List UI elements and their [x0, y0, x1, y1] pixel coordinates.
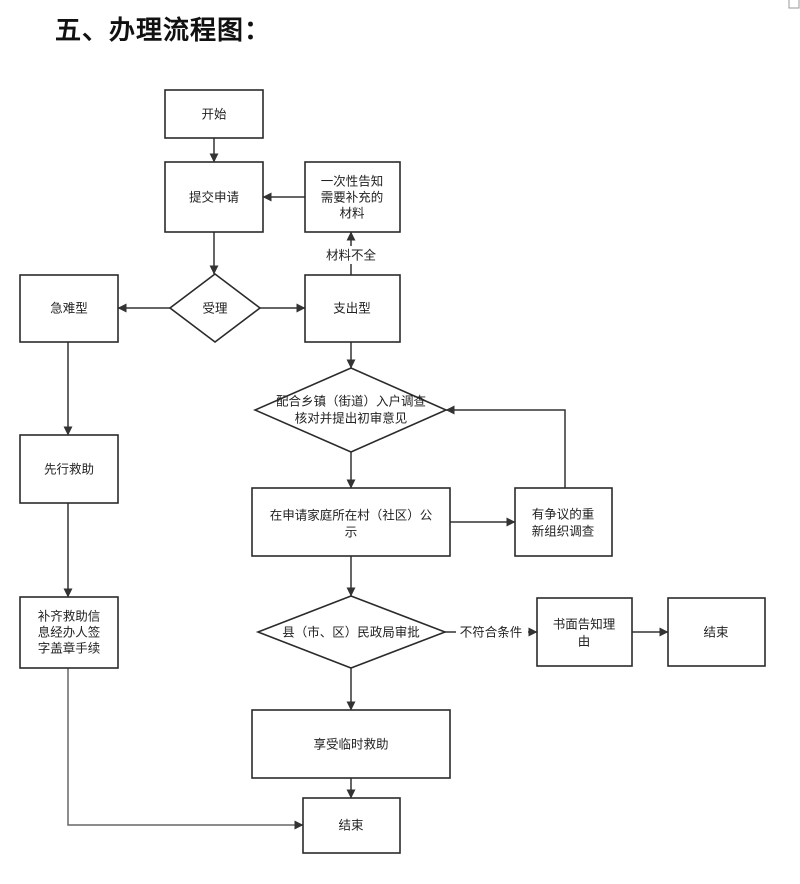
node-urgent-label: 急难型	[50, 301, 88, 316]
node-end-bottom-label: 结束	[338, 818, 364, 833]
edge-label-not-qualified-text: 不符合条件	[460, 625, 523, 640]
decision-investigate: 配合乡镇（街道）入户调查 核对并提出初审意见	[253, 367, 448, 453]
node-enjoy-relief: 享受临时救助	[251, 709, 451, 779]
node-enjoy-label: 享受临时救助	[313, 737, 388, 752]
decision-approve: 县（市、区）民政局审批	[255, 595, 448, 669]
decision-approve-label: 县（市、区）民政局审批	[282, 625, 420, 640]
node-urgent-type: 急难型	[19, 274, 119, 343]
node-written-notice: 书面告知理 由	[536, 597, 633, 667]
page-title: 五、办理流程图：	[55, 16, 272, 46]
node-notify-label-line3: 材料	[339, 206, 365, 221]
node-first-aid: 先行救助	[19, 434, 119, 504]
node-reinvestigate: 有争议的重 新组织调查	[514, 487, 613, 557]
edge-label-incomplete: 材料不全	[321, 246, 381, 264]
node-submit-application: 提交申请	[164, 161, 264, 233]
node-end-bottom: 结束	[302, 797, 401, 854]
decision-investigate-label-line2: 核对并提出初审意见	[295, 411, 408, 426]
node-start: 开始	[164, 89, 264, 139]
node-reinvestigate-label-line2: 新组织调查	[532, 524, 595, 539]
edge-label-not-qualified: 不符合条件	[456, 624, 528, 641]
node-written-notice-label-line1: 书面告知理	[553, 617, 616, 632]
node-start-label: 开始	[201, 107, 227, 122]
node-expense-type: 支出型	[304, 274, 401, 343]
node-end-right: 结束	[667, 597, 766, 667]
node-first-aid-label: 先行救助	[44, 462, 94, 477]
node-expense-label: 支出型	[333, 301, 371, 316]
page-corner-marker	[788, 0, 800, 9]
node-supplement-label-line3: 字盖章手续	[38, 641, 101, 656]
node-publicize-label-line2: 示	[345, 525, 358, 540]
node-notify-label-line1: 一次性告知	[321, 174, 384, 189]
decision-accept: 受理	[168, 272, 262, 344]
arrow-supplement-to-end	[67, 668, 304, 830]
node-written-notice-label-line2: 由	[578, 634, 591, 649]
edge-label-incomplete-text: 材料不全	[326, 248, 377, 263]
decision-accept-label: 受理	[202, 301, 228, 316]
node-reinvestigate-label-line1: 有争议的重	[532, 507, 595, 522]
decision-investigate-label-line1: 配合乡镇（街道）入户调查	[276, 394, 427, 409]
node-publicize: 在申请家庭所在村（社区）公 示	[251, 487, 451, 557]
node-publicize-label-line1: 在申请家庭所在村（社区）公	[270, 508, 433, 523]
arrow-reinvestigate-to-investigate	[445, 405, 566, 488]
node-notify-materials: 一次性告知 需要补充的 材料	[304, 161, 401, 233]
node-notify-label-line2: 需要补充的	[321, 190, 384, 205]
node-supplement-label-line1: 补齐救助信	[38, 609, 101, 624]
node-submit-label: 提交申请	[189, 190, 239, 205]
node-supplement-label-line2: 息经办人签	[38, 625, 101, 640]
node-end-right-label: 结束	[703, 625, 729, 640]
node-supplement: 补齐救助信 息经办人签 字盖章手续	[19, 596, 119, 669]
